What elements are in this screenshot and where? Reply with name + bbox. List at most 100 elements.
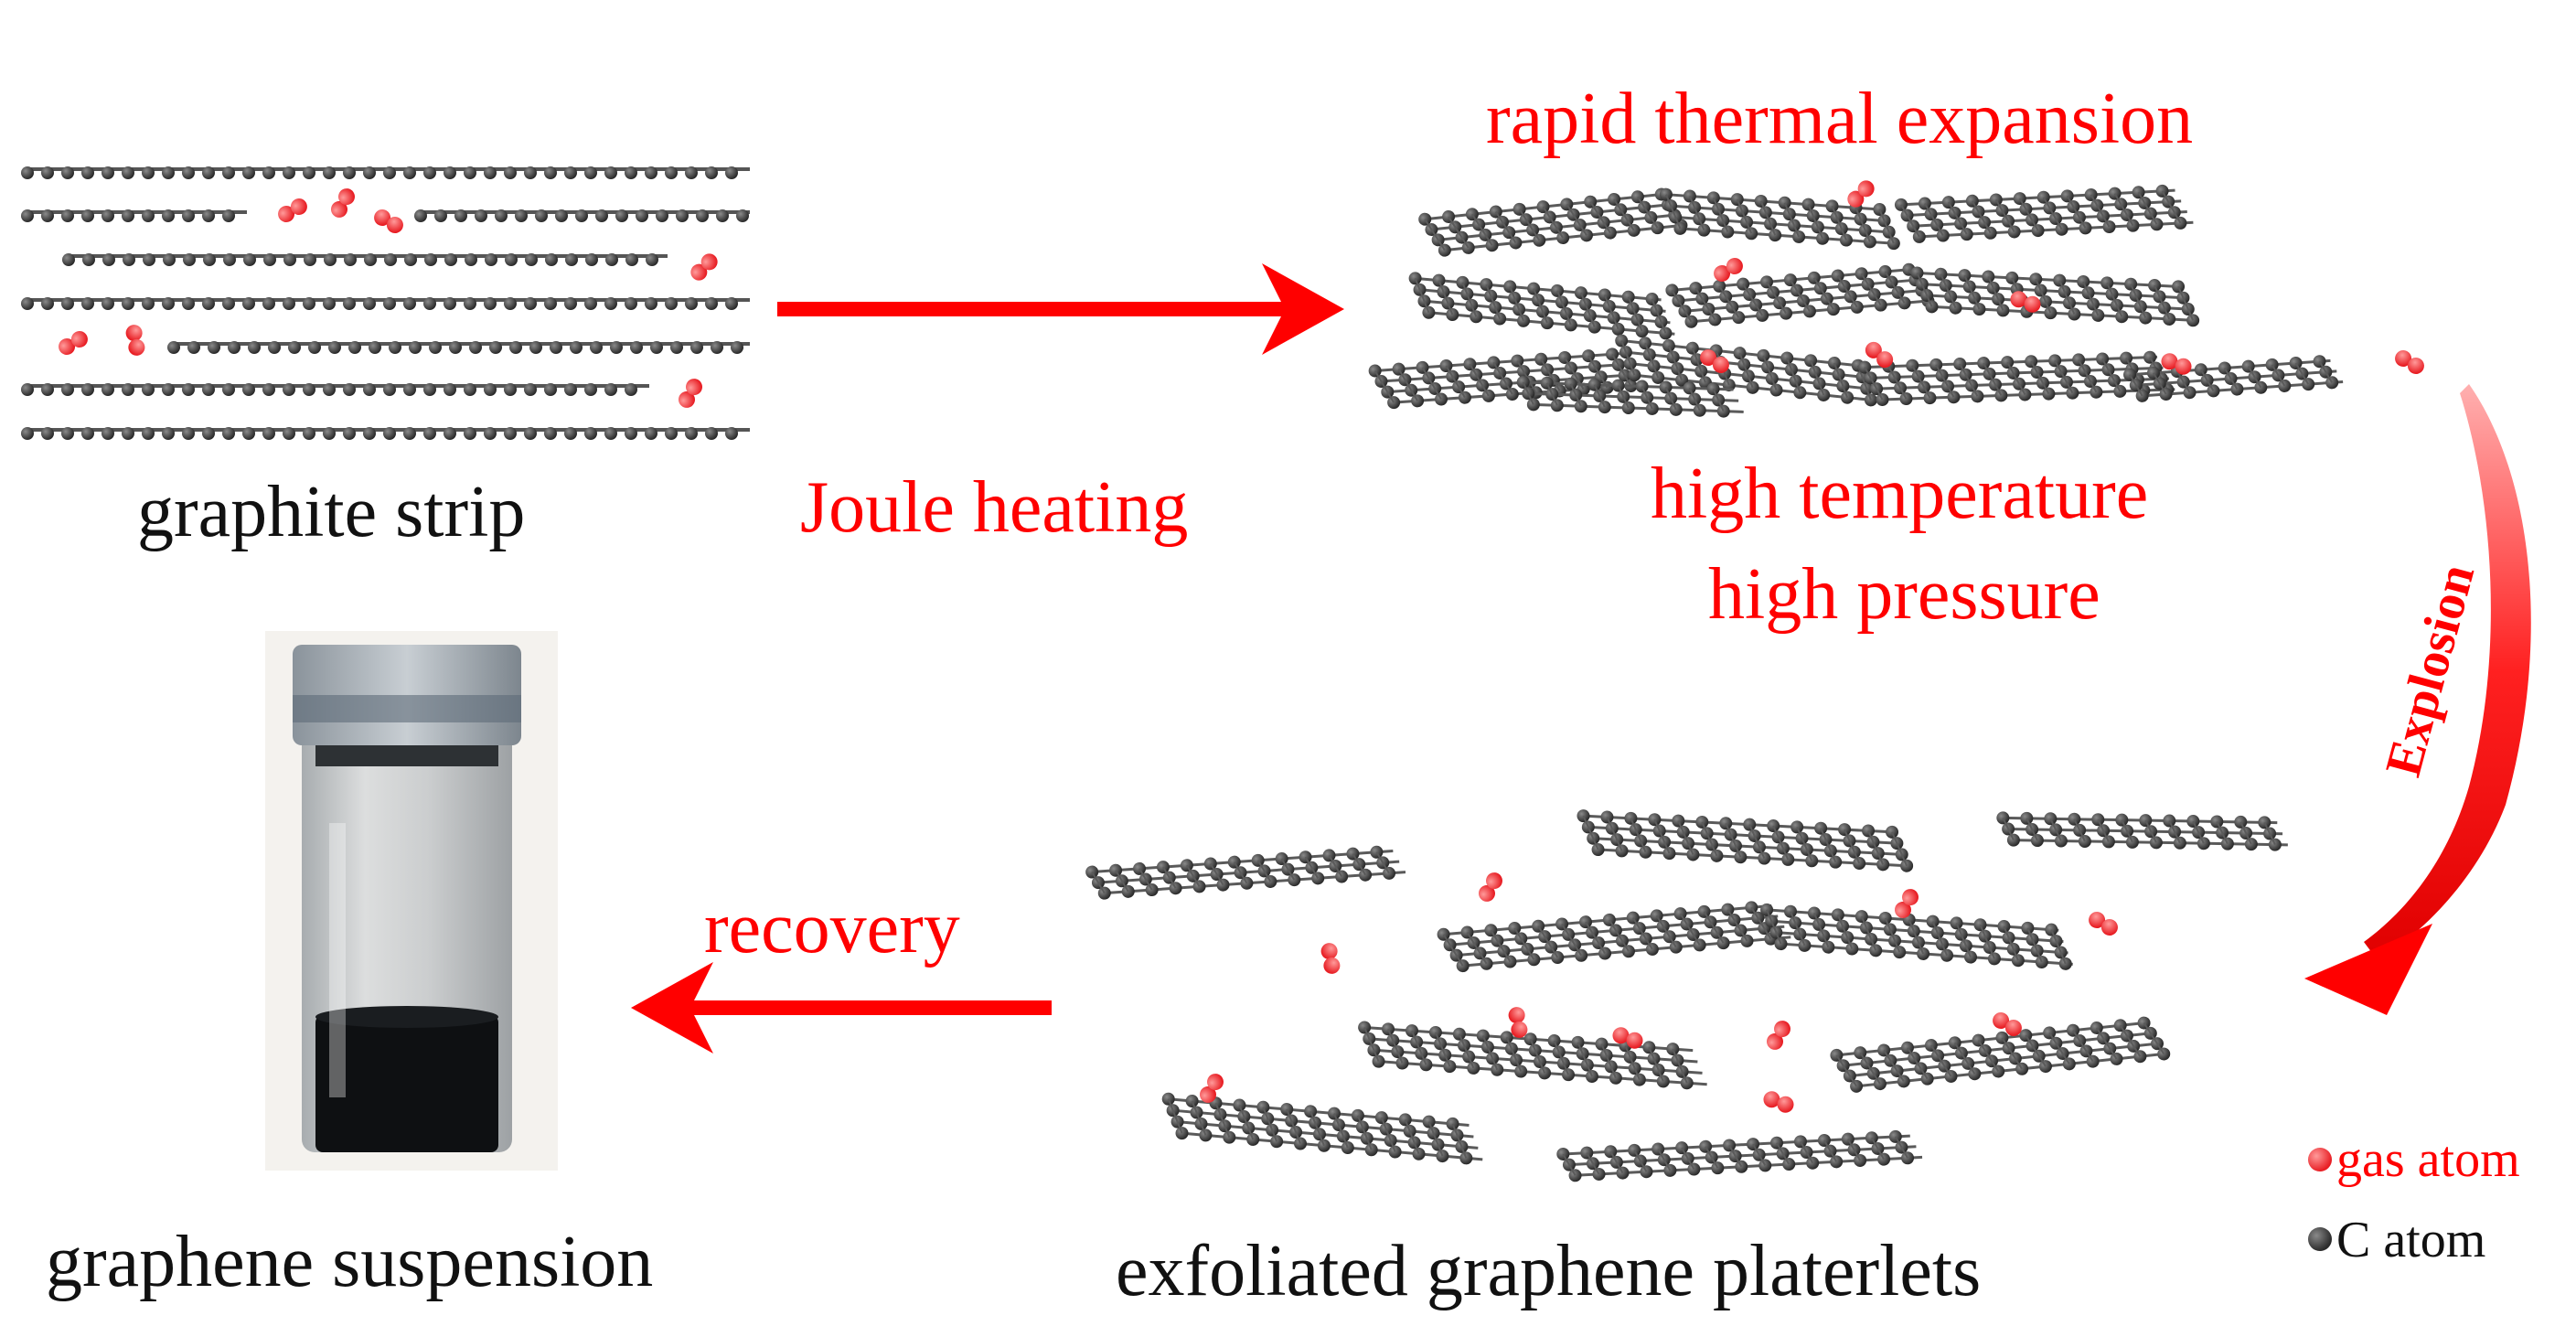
- carbon-atom-icon: [429, 341, 442, 354]
- carbon-atom-icon: [725, 166, 738, 179]
- graphene-platelet: [1516, 375, 1744, 418]
- carbon-atom-icon: [524, 166, 537, 179]
- carbon-atom-icon: [504, 297, 517, 310]
- carbon-atom-icon: [343, 427, 356, 440]
- carbon-atom-icon: [162, 383, 175, 396]
- carbon-atom-icon: [61, 297, 74, 310]
- carbon-atom-icon: [223, 253, 236, 266]
- carbon-atom-icon: [604, 166, 617, 179]
- carbon-atom-icon: [203, 253, 216, 266]
- gas-molecules: [59, 180, 2424, 1113]
- carbon-atom-icon: [262, 383, 275, 396]
- gas-molecule-icon: [2089, 912, 2118, 936]
- graphene-layer: [414, 209, 750, 222]
- graphene-suspension-vial: [265, 631, 558, 1171]
- carbon-atom-icon: [590, 341, 603, 354]
- carbon-atom-icon: [423, 383, 436, 396]
- carbon-atom-icon: [324, 253, 337, 266]
- carbon-atom-icon: [444, 253, 457, 266]
- joule-heating-label: Joule heating: [800, 467, 1189, 548]
- carbon-atom-icon: [705, 166, 718, 179]
- carbon-atom-icon: [625, 427, 637, 440]
- carbon-atom-icon: [81, 166, 94, 179]
- gas-molecule-icon: [679, 379, 702, 408]
- carbon-atom-icon: [61, 427, 74, 440]
- graphene-layer: [21, 209, 247, 222]
- carbon-atom-icon: [41, 297, 54, 310]
- carbon-atom-icon: [242, 166, 255, 179]
- carbon-atom-icon: [122, 383, 134, 396]
- gas-molecule-icon: [1993, 1012, 2022, 1036]
- carbon-atom-icon: [716, 209, 729, 222]
- carbon-atom-icon: [424, 253, 437, 266]
- carbon-atom-icon: [570, 341, 583, 354]
- carbon-atom-icon: [81, 383, 94, 396]
- legend-gas-atom-label: gas atom: [2336, 1131, 2520, 1188]
- carbon-atom-icon: [323, 427, 336, 440]
- graphene-platelet: [1085, 845, 1406, 900]
- carbon-atom-icon: [102, 297, 114, 310]
- carbon-atom-icon: [21, 209, 34, 222]
- carbon-atom-icon: [21, 383, 34, 396]
- gas-molecule-icon: [1200, 1074, 1224, 1103]
- carbon-atom-icon: [696, 209, 709, 222]
- carbon-atom-icon: [323, 383, 336, 396]
- carbon-atom-icon: [475, 209, 487, 222]
- carbon-atom-icon: [484, 427, 497, 440]
- carbon-atom-icon: [142, 427, 155, 440]
- carbon-atom-icon: [369, 341, 381, 354]
- carbon-atom-icon: [544, 383, 557, 396]
- carbon-atom-icon: [142, 166, 155, 179]
- carbon-atom-icon: [182, 209, 195, 222]
- carbon-atom-icon: [81, 297, 94, 310]
- carbon-atom-icon: [705, 297, 718, 310]
- graphene-layer: [21, 427, 750, 440]
- carbon-atom-icon: [515, 209, 528, 222]
- carbon-atom-icon: [162, 166, 175, 179]
- carbon-atom-icon: [625, 297, 637, 310]
- graphene-platelet: [1665, 262, 1935, 328]
- carbon-atom-icon: [605, 253, 618, 266]
- carbon-atom-icon: [303, 427, 315, 440]
- gas-molecule-icon: [2010, 291, 2041, 313]
- carbon-atom-icon: [665, 297, 678, 310]
- carbon-atom-icon: [525, 253, 538, 266]
- carbon-atom-icon: [61, 209, 74, 222]
- carbon-atom-icon: [383, 166, 396, 179]
- graphene-platelet: [1760, 903, 2073, 970]
- carbon-atom-icon: [21, 166, 34, 179]
- carbon-atom-icon: [625, 383, 637, 396]
- carbon-atom-icon: [283, 297, 295, 310]
- graphene-platelet: [1358, 1021, 1707, 1090]
- carbon-atom-icon: [469, 341, 482, 354]
- carbon-atom-icon: [465, 253, 477, 266]
- gas-molecule-icon: [1763, 1091, 1794, 1113]
- graphene-layer: [167, 341, 750, 354]
- graphene-layer: [21, 166, 750, 179]
- gas-atom-legend-icon: [2308, 1148, 2332, 1171]
- recovery-label: recovery: [704, 888, 960, 968]
- gas-molecule-icon: [331, 188, 355, 218]
- high-pressure-label: high pressure: [1708, 554, 2100, 635]
- graphene-platelet: [2123, 355, 2344, 402]
- carbon-atom-icon: [102, 383, 114, 396]
- carbon-atom-icon: [585, 253, 598, 266]
- gas-molecule-icon: [2395, 350, 2424, 374]
- carbon-atom-icon: [656, 209, 668, 222]
- carbon-atom-icon: [636, 209, 648, 222]
- carbon-atom-icon: [183, 253, 196, 266]
- carbon-atom-icon: [645, 166, 657, 179]
- carbon-atom-icon: [222, 297, 235, 310]
- carbon-atom-icon: [604, 383, 617, 396]
- carbon-atom-icon: [403, 427, 416, 440]
- gas-molecule-icon: [278, 198, 307, 222]
- carbon-atom-icon: [222, 209, 235, 222]
- carbon-atom-icon: [564, 427, 577, 440]
- carbon-atom-icon: [665, 166, 678, 179]
- graphene-layer: [21, 383, 649, 396]
- carbon-atom-icon: [423, 166, 436, 179]
- carbon-atom-icon: [182, 297, 195, 310]
- carbon-atom-icon: [303, 166, 315, 179]
- carbon-atom-icon: [550, 341, 562, 354]
- graphene-platelet: [1368, 348, 1641, 410]
